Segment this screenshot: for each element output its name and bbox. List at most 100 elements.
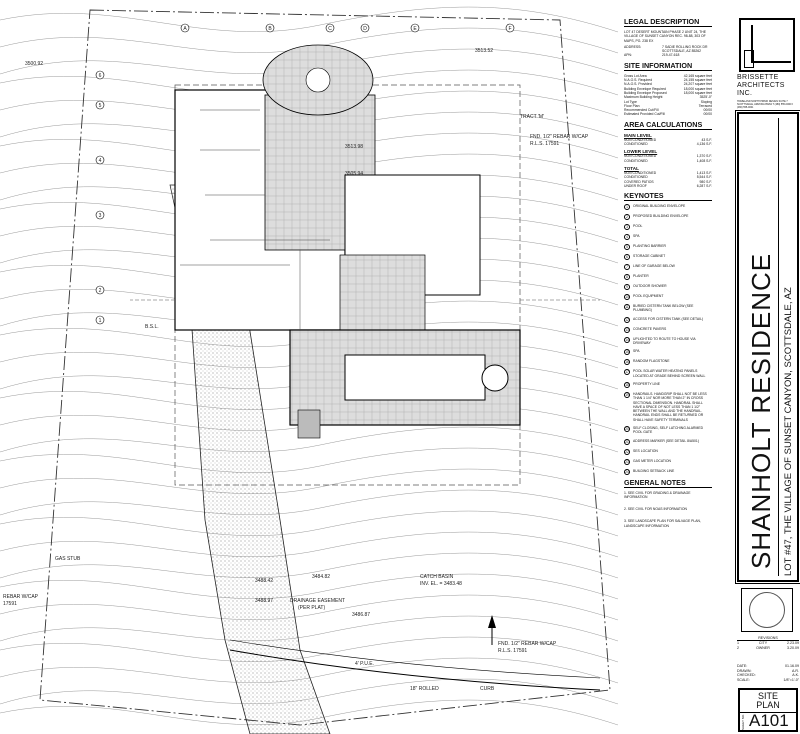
keynote-number: 16	[624, 359, 630, 366]
keynote-number: 4	[624, 234, 630, 241]
contour-line	[0, 426, 618, 453]
grid-marker-label: 1	[99, 318, 102, 324]
row-label: Floor Plan	[624, 103, 640, 108]
contour-line	[0, 573, 618, 600]
keynote-number: 12	[624, 316, 630, 323]
keynote-text: PLANTING BARRIER	[633, 244, 666, 249]
contour-line	[0, 552, 618, 579]
row-label: CONDITIONED	[624, 142, 648, 147]
bsl-label: B.S.L.	[145, 324, 159, 330]
row-value: 5,544 S.F.	[696, 175, 712, 180]
north-arrow-icon	[488, 615, 496, 645]
grid-marker-label: 5	[99, 103, 102, 109]
grid-marker: 1	[95, 315, 105, 325]
patio-paving	[339, 254, 426, 331]
firm-name: ARCHITECTS	[737, 82, 785, 89]
keynote-text: PROPERTY LINE	[633, 381, 661, 386]
row-value: A.R.	[792, 668, 799, 673]
keynote-number: 5	[624, 244, 630, 251]
general-note: 1. SEE CIVIL FOR GRADING & DRAINAGE INFO…	[624, 490, 691, 499]
keynote-text: GAS METER LOCATION	[633, 458, 671, 463]
keynote-number: 14	[624, 336, 630, 343]
grid-marker-label: A	[183, 26, 187, 32]
contour-line	[0, 636, 618, 663]
row-value: 4,136 S.F.	[696, 142, 712, 147]
row-value: OWNER	[756, 645, 770, 650]
row-label: Building Envelope Required	[624, 86, 666, 91]
row-value: 6,287 S.F.	[696, 183, 712, 188]
info-row: DATE:01.16.09	[737, 664, 799, 669]
row-label: COVERED PATIOS	[624, 179, 654, 184]
row-label: CONDITIONED	[624, 175, 648, 180]
info-row: Floor Plan Terraced	[624, 104, 712, 108]
keynote-number: 24	[624, 468, 630, 475]
keynote-number: 9	[624, 284, 630, 291]
rls-label: 17591	[3, 601, 17, 607]
spot-elevation: 3513.98	[345, 144, 363, 150]
lower-level: LOWER LEVEL	[624, 149, 658, 155]
row-label: N.A.O.S. Provided	[624, 82, 652, 87]
keynote-number: 23	[624, 458, 630, 465]
spot-elevation: 3500.92	[25, 61, 43, 67]
keynote-text: ACCESS FOR CISTERN TANK (SEE DETAIL)	[633, 316, 704, 321]
row-label: Maximum Building Height	[624, 95, 663, 100]
tract-label: TRACT 'M'	[520, 114, 544, 120]
contour-line	[0, 447, 618, 474]
legal-text: LOT 47 DESERT MOUNTAIN PHASE 2 UNIT 24, …	[624, 30, 706, 43]
grid-marker: 4	[95, 155, 105, 165]
sheet-title: PLAN	[756, 700, 780, 710]
spa	[481, 364, 509, 392]
row-label: 2	[737, 645, 739, 650]
spot-elevation: 3488.97	[255, 598, 273, 604]
keynote-text: LINE OF GARAGE BELOW	[633, 264, 675, 269]
grid-marker-label: E	[413, 26, 417, 32]
row-value: 3.20.09	[787, 645, 799, 650]
grid-marker-label: 2	[99, 288, 102, 294]
total-level: TOTAL	[624, 165, 639, 171]
row-value: 24,155 square feet	[683, 78, 712, 83]
row-label: Gross Lot Area	[624, 73, 647, 78]
driveway	[189, 299, 331, 734]
row-value: Terraced	[698, 103, 712, 108]
grid-marker: D	[360, 23, 370, 33]
keynote-text: POOL EQUIPMENT	[633, 294, 664, 299]
keynote-text: UPLIGHTED TO ROUTE TO HOUSE VIA DRIVEWAY	[633, 336, 696, 346]
pue-label: 4' P.U.E.	[355, 661, 374, 667]
keynote-number: 7	[624, 264, 630, 271]
info-row: CONDITIONED 4,136 S.F.	[624, 142, 712, 146]
legend-column: LEGAL DESCRIPTION LOT 47 DESERT MOUNTAIN…	[624, 14, 712, 536]
grid-marker-label: 3	[99, 213, 102, 219]
keynote-number: 22	[624, 448, 630, 455]
rebar-label: FND. 1/2" REBAR W/CAP	[498, 641, 557, 647]
project-location: LOT #47, THE VILLAGE OF SUNSET CANYON, S…	[783, 287, 794, 576]
grid-marker: C	[325, 23, 335, 33]
row-label: Building Envelope Proposed	[624, 90, 667, 95]
row-value: A.K.	[792, 673, 799, 678]
row-value: 1,413 S.F.	[696, 170, 712, 175]
row-value: Sloping	[700, 99, 712, 104]
row-label: NON CONDITIONED	[624, 154, 657, 159]
keynote-number: 1	[624, 204, 630, 211]
keynote-text: ADDRESS MARKER (SEE DETAIL 8/A501)	[633, 438, 699, 443]
contour-line	[0, 510, 618, 537]
row-value: 00/00	[703, 112, 713, 117]
